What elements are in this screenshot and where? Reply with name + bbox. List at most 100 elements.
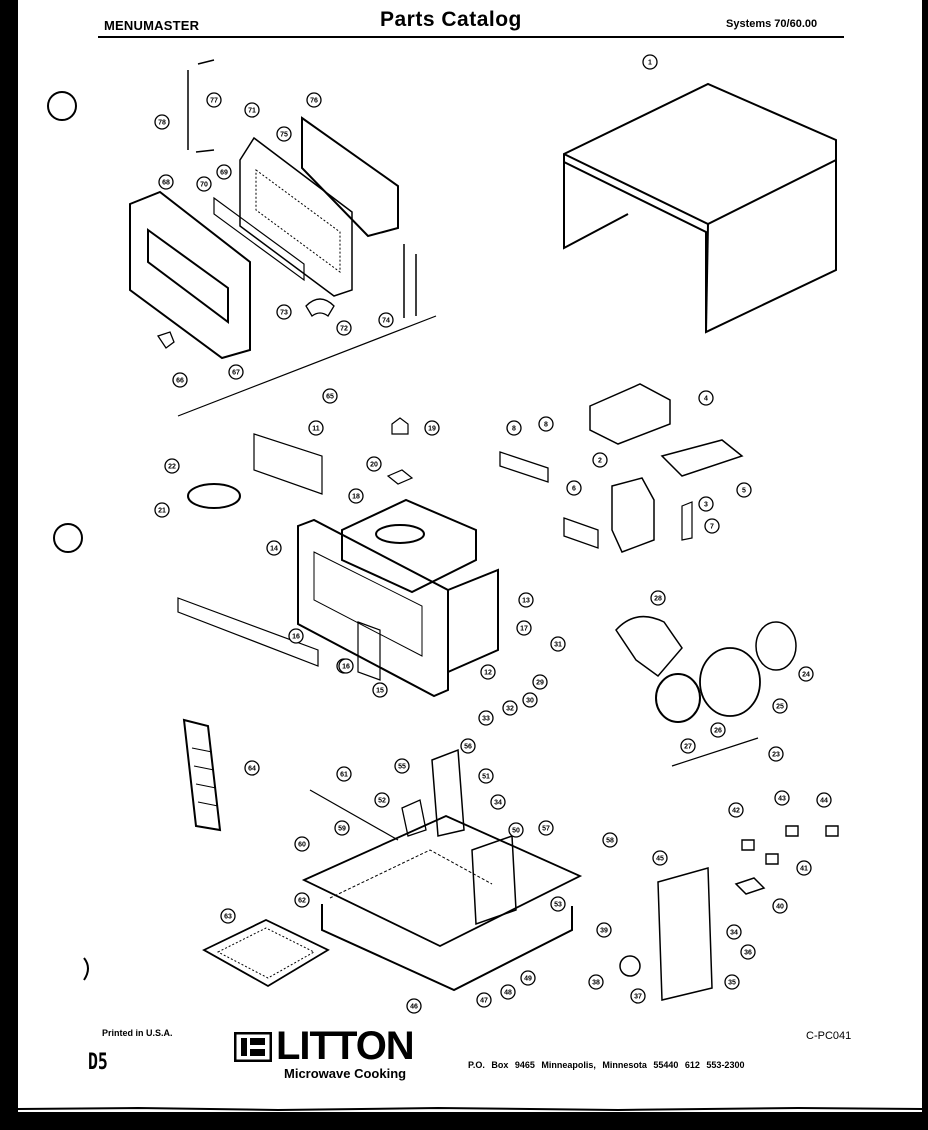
callout-77: 77 bbox=[210, 98, 218, 105]
callout-44: 44 bbox=[820, 798, 828, 805]
callout-48: 48 bbox=[504, 990, 512, 997]
callout-36: 36 bbox=[744, 950, 752, 957]
callout-5: 5 bbox=[742, 488, 746, 495]
callout-8a: 8 bbox=[512, 426, 516, 433]
callout-47: 47 bbox=[480, 998, 488, 1005]
binder-hole-middle bbox=[53, 523, 83, 553]
callout-27: 27 bbox=[684, 744, 692, 751]
callout-22: 22 bbox=[168, 464, 176, 471]
callout-76: 76 bbox=[310, 98, 318, 105]
callout-14: 14 bbox=[270, 546, 278, 553]
brand-name: MENUMASTER bbox=[104, 18, 200, 33]
callout-11: 11 bbox=[312, 426, 320, 433]
company-address: P.O. Box 9465 Minneapolis, Minnesota 554… bbox=[468, 1060, 745, 1070]
scan-edge bbox=[18, 1106, 922, 1112]
control-panel bbox=[182, 718, 222, 832]
callout-34b: 34 bbox=[730, 930, 738, 937]
logo-wordmark: LITTON bbox=[276, 1024, 415, 1068]
callout-65: 65 bbox=[326, 394, 334, 401]
callout-26: 26 bbox=[714, 728, 722, 735]
callout-67: 67 bbox=[232, 370, 240, 377]
callout-33: 33 bbox=[482, 716, 490, 723]
callout-12: 12 bbox=[484, 670, 492, 677]
callout-23: 23 bbox=[772, 752, 780, 759]
callout-39: 39 bbox=[600, 928, 608, 935]
callout-56: 56 bbox=[464, 744, 472, 751]
callout-45: 45 bbox=[656, 856, 664, 863]
callout-60: 60 bbox=[298, 842, 306, 849]
callout-8b: 8 bbox=[544, 422, 548, 429]
systems-label: Systems 70/60.00 bbox=[726, 18, 818, 30]
callout-78: 78 bbox=[158, 120, 166, 127]
litton-logo-mark-icon bbox=[234, 1032, 272, 1062]
callout-46: 46 bbox=[410, 1004, 418, 1011]
callout-42: 42 bbox=[732, 808, 740, 815]
oven-cavity bbox=[177, 417, 499, 698]
callout-40: 40 bbox=[776, 904, 784, 911]
callout-58: 58 bbox=[606, 838, 614, 845]
callout-73: 73 bbox=[280, 310, 288, 317]
callout-6: 6 bbox=[572, 486, 576, 493]
page-id: D5 bbox=[88, 1050, 108, 1075]
callout-16b: 16 bbox=[342, 664, 350, 671]
callout-30: 30 bbox=[526, 698, 534, 705]
callout-72: 72 bbox=[340, 326, 348, 333]
callout-24: 24 bbox=[802, 672, 810, 679]
callout-61: 61 bbox=[340, 772, 348, 779]
callout-21: 21 bbox=[158, 508, 166, 515]
callout-20: 20 bbox=[370, 462, 378, 469]
outer-cabinet bbox=[563, 82, 837, 334]
callout-29: 29 bbox=[536, 680, 544, 687]
callout-43: 43 bbox=[778, 796, 786, 803]
callout-74: 74 bbox=[382, 318, 390, 325]
callout-15: 15 bbox=[376, 688, 384, 695]
callout-1: 1 bbox=[648, 60, 652, 67]
callout-16: 16 bbox=[292, 634, 300, 641]
printed-in-note: Printed in U.S.A. bbox=[102, 1028, 173, 1038]
callout-19: 19 bbox=[428, 426, 436, 433]
header-rule bbox=[98, 36, 844, 38]
litton-logo: LITTON Microwave Cooking bbox=[234, 1024, 434, 1084]
callout-62: 62 bbox=[298, 898, 306, 905]
callout-75: 75 bbox=[280, 132, 288, 139]
callout-7: 7 bbox=[710, 524, 714, 531]
callout-32: 32 bbox=[506, 706, 514, 713]
callout-66: 66 bbox=[176, 378, 184, 385]
callout-69: 69 bbox=[220, 170, 228, 177]
blower-assembly bbox=[499, 383, 797, 767]
callout-3: 3 bbox=[704, 502, 708, 509]
callout-59: 59 bbox=[338, 826, 346, 833]
callout-71: 71 bbox=[248, 108, 256, 115]
callout-34a: 34 bbox=[494, 800, 502, 807]
callout-70: 70 bbox=[200, 182, 208, 189]
callout-68: 68 bbox=[162, 180, 170, 187]
callout-41: 41 bbox=[800, 866, 808, 873]
callout-31: 31 bbox=[554, 642, 562, 649]
door-assembly bbox=[129, 59, 437, 417]
exploded-parts-diagram: 1 2 3 4 5 6 7 8 8 11 18 13 14 15 16 17 1… bbox=[47, 54, 839, 1014]
binder-hole-bottom bbox=[83, 957, 89, 981]
callout-25: 25 bbox=[776, 704, 784, 711]
callout-57: 57 bbox=[542, 826, 550, 833]
callout-49: 49 bbox=[524, 976, 532, 983]
callout-51: 51 bbox=[482, 774, 490, 781]
page-title: Parts Catalog bbox=[380, 8, 522, 31]
callout-55: 55 bbox=[398, 764, 406, 771]
callout-53: 53 bbox=[554, 902, 562, 909]
callout-35: 35 bbox=[728, 980, 736, 987]
callout-37: 37 bbox=[634, 994, 642, 1001]
callout-4: 4 bbox=[704, 396, 708, 403]
logo-subtitle: Microwave Cooking bbox=[284, 1066, 407, 1081]
callout-38: 38 bbox=[592, 980, 600, 987]
callout-52: 52 bbox=[378, 798, 386, 805]
callout-13: 13 bbox=[522, 598, 530, 605]
callout-2: 2 bbox=[598, 458, 602, 465]
callout-63: 63 bbox=[224, 914, 232, 921]
catalog-code: C-PC041 bbox=[806, 1030, 852, 1042]
parts-catalog-sheet: MENUMASTER Parts Catalog Systems 70/60.0… bbox=[18, 0, 922, 1112]
callout-50: 50 bbox=[512, 828, 520, 835]
base-assembly bbox=[202, 748, 839, 1001]
callout-18: 18 bbox=[352, 494, 360, 501]
callout-64: 64 bbox=[248, 766, 256, 773]
binder-hole-top bbox=[47, 91, 77, 121]
